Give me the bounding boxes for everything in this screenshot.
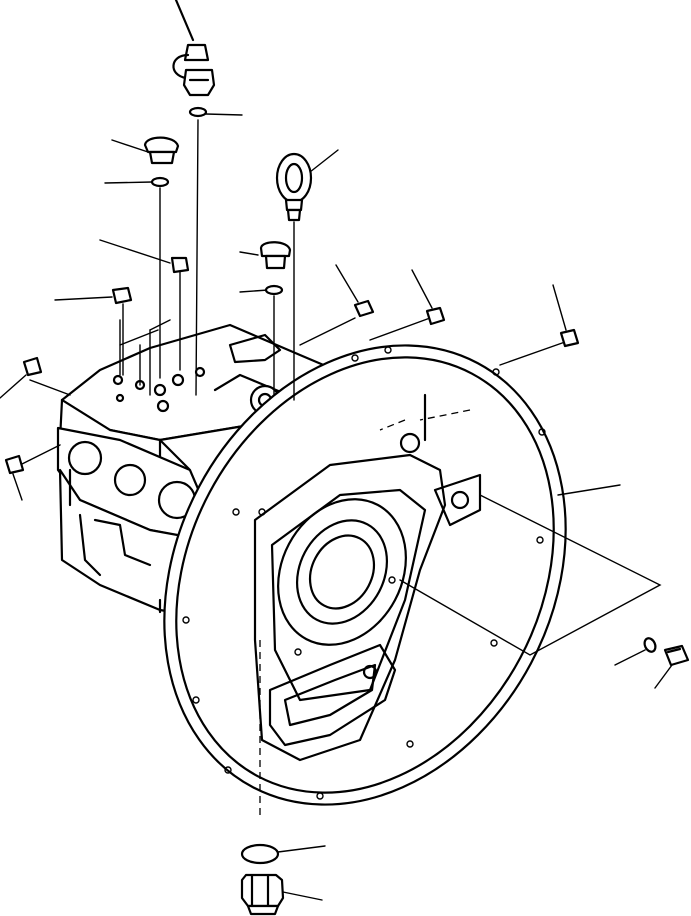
bolt-icon xyxy=(654,644,690,689)
o-ring-icon xyxy=(240,843,326,865)
drain-plug-icon xyxy=(240,873,323,916)
bolt-icon xyxy=(552,284,580,348)
o-ring-icon xyxy=(188,106,243,396)
o-ring-icon xyxy=(239,284,284,396)
drain-plug-icon xyxy=(172,0,216,97)
assembly-guide-lines xyxy=(19,317,662,820)
o-ring-icon xyxy=(614,637,657,666)
bolt-icon xyxy=(335,264,375,318)
bolt-icon xyxy=(99,239,190,371)
o-ring-icon xyxy=(104,176,170,379)
hex-plug-icon xyxy=(111,136,180,165)
bolt-icon xyxy=(411,269,446,326)
flywheel-housing-icon xyxy=(163,344,567,806)
hex-plug-icon xyxy=(239,241,292,270)
flywheel-housing-leader xyxy=(557,484,621,496)
bolt-icon xyxy=(0,356,43,399)
eye-bolt-icon xyxy=(275,149,339,401)
bolt-icon xyxy=(4,454,25,501)
bolt-icon xyxy=(54,286,133,376)
